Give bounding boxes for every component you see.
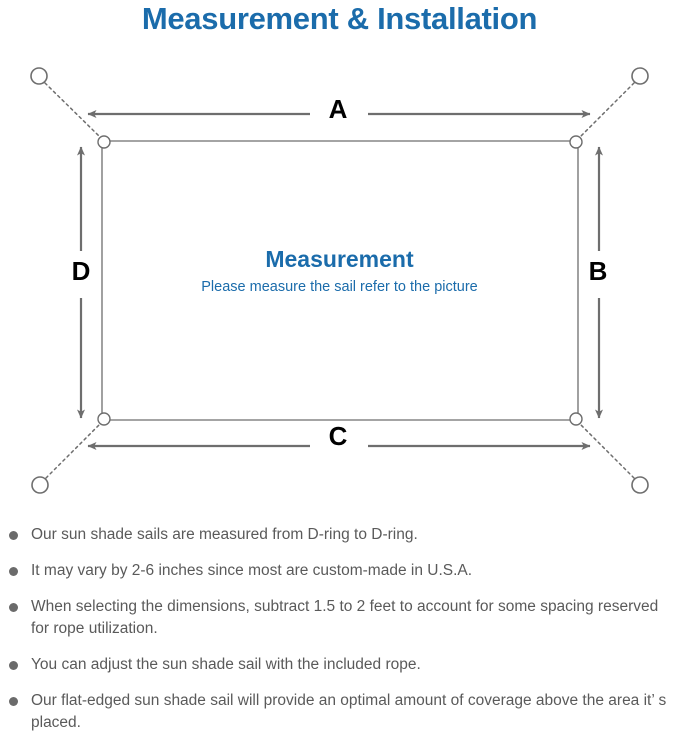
bullet-icon (9, 697, 18, 706)
dimension-label-d: D (71, 256, 91, 286)
list-item: When selecting the dimensions, subtract … (0, 596, 679, 640)
list-item: Our sun shade sails are measured from D-… (0, 524, 679, 546)
dimension-label-b: B (588, 256, 608, 286)
sail-label-title: Measurement (265, 246, 414, 272)
bullet-icon (9, 661, 18, 670)
rope-bottom-left (45, 424, 100, 479)
dring-top-left (97, 135, 111, 149)
anchor-point-bottom-left (31, 476, 49, 494)
list-item: It may vary by 2-6 inches since most are… (0, 560, 679, 582)
bullet-icon (9, 567, 18, 576)
anchor-point-bottom-right (631, 476, 649, 494)
list-item: You can adjust the sun shade sail with t… (0, 654, 679, 676)
list-item: Our flat-edged sun shade sail will provi… (0, 690, 679, 734)
page-title: Measurement & Installation (141, 1, 538, 36)
note-text: It may vary by 2-6 inches since most are… (31, 562, 473, 579)
note-text: You can adjust the sun shade sail with t… (31, 656, 421, 673)
anchor-point-top-left (30, 67, 48, 85)
dring-bottom-right (569, 412, 583, 426)
rope-bottom-right (580, 424, 635, 479)
shade-sail-measurement-diagram: Measurement Please measure the sail refe… (0, 46, 679, 516)
note-text: When selecting the dimensions, subtract … (31, 598, 659, 637)
anchor-point-top-right (631, 67, 649, 85)
sail-body (101, 140, 579, 421)
rope-top-right (580, 82, 635, 137)
sail-label-subtitle: Please measure the sail refer to the pic… (201, 279, 478, 295)
note-text: Our sun shade sails are measured from D-… (31, 526, 418, 543)
bullet-icon (9, 531, 18, 540)
note-text: Our flat-edged sun shade sail will provi… (31, 692, 667, 731)
dring-top-right (569, 135, 583, 149)
dimension-label-c: C (328, 421, 348, 451)
diagram-svg (30, 67, 649, 494)
bullet-icon (9, 603, 18, 612)
dring-bottom-left (97, 412, 111, 426)
rope-top-left (44, 82, 100, 137)
notes-list: Our sun shade sails are measured from D-… (0, 524, 679, 748)
dimension-label-a: A (328, 94, 348, 124)
